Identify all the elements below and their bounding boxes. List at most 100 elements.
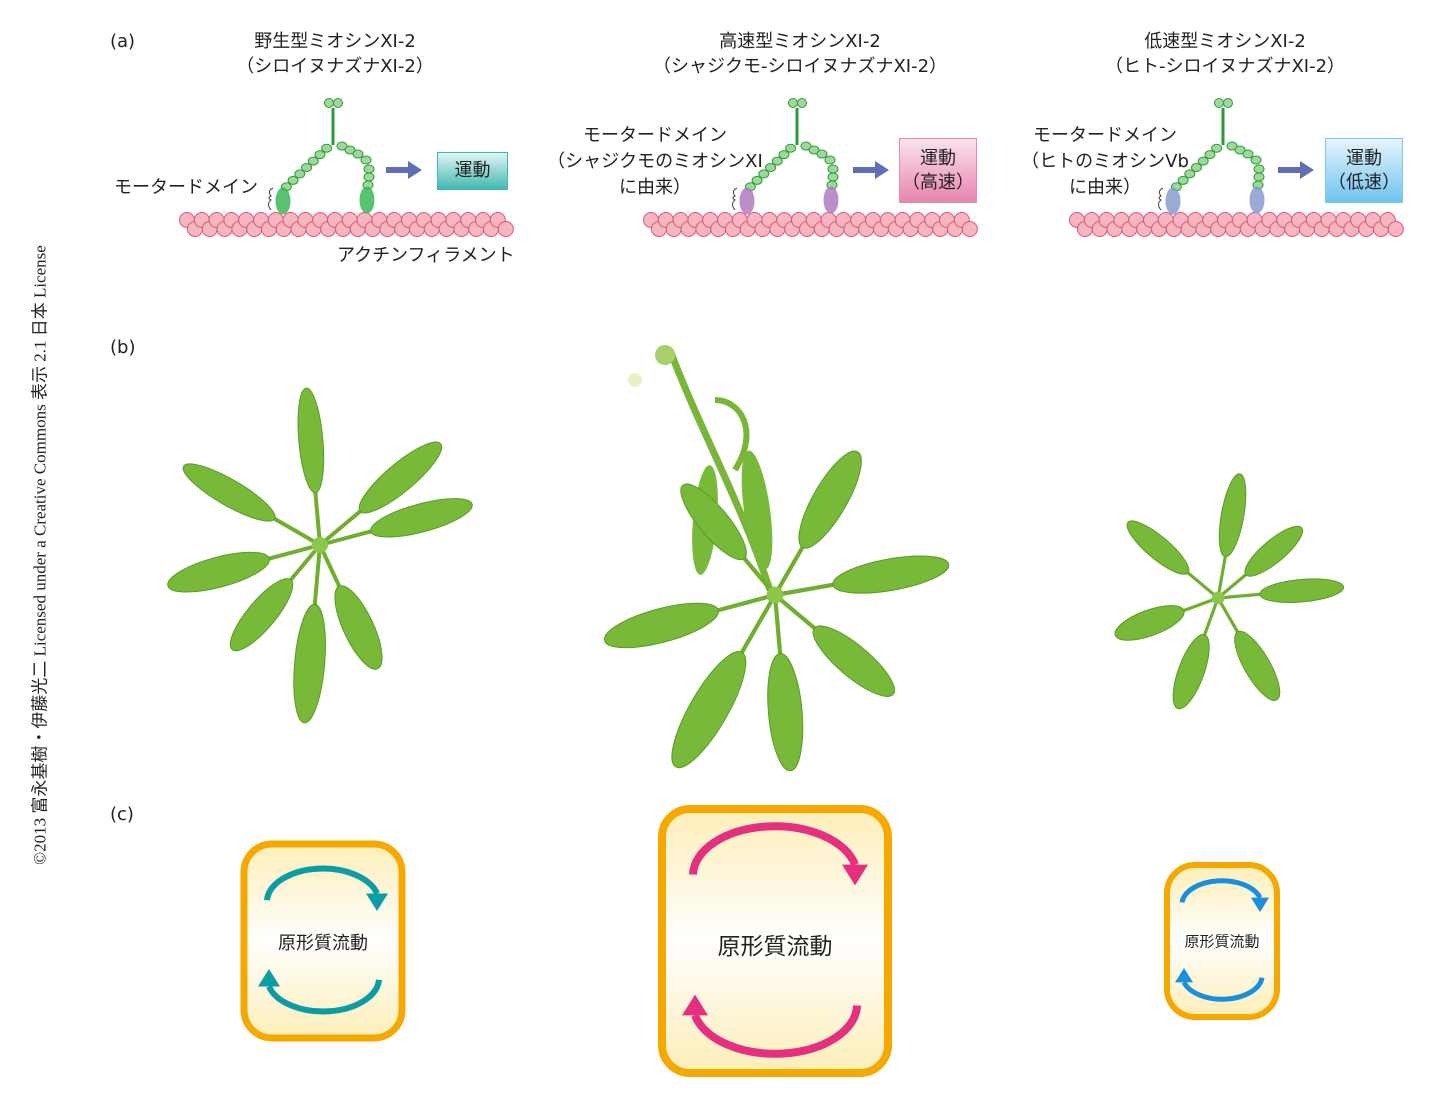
slow-title: 低速型ミオシンXI-2: [1144, 31, 1306, 52]
motor-head: [823, 186, 839, 214]
leaf: [293, 603, 326, 724]
tail-domain: [1223, 98, 1233, 108]
brace-icon: [1158, 187, 1164, 211]
neck-bead: [1197, 156, 1209, 166]
petiole: [773, 546, 805, 597]
motor-domain-label: モータードメイン: [114, 177, 258, 198]
brace-icon: [732, 187, 738, 211]
tail-domain: [797, 98, 807, 108]
petiole: [717, 592, 776, 613]
streaming-label: 原形質流動: [717, 934, 833, 960]
petiole: [273, 517, 321, 547]
petiole: [774, 582, 834, 598]
leaf: [1172, 634, 1210, 710]
leaf: [1244, 525, 1304, 577]
petiole: [740, 593, 777, 654]
streaming-label: 原形質流動: [278, 933, 368, 954]
brace-icon: [268, 187, 274, 211]
neck-bead: [301, 163, 312, 172]
license-credit: ©2013 富永基樹・伊藤光二 Licensed under a Creativ…: [30, 245, 50, 865]
arrowhead-icon: [842, 864, 868, 886]
arrowhead-icon: [366, 893, 388, 912]
actin-bead: [1387, 221, 1404, 237]
leaf: [1114, 605, 1185, 641]
neck-bead: [1211, 143, 1223, 153]
leaf: [182, 463, 276, 522]
neck-bead: [771, 156, 783, 166]
leaf: [671, 651, 747, 769]
neck-bead: [314, 150, 326, 160]
curved-arrow-icon: [1179, 878, 1263, 904]
leaf: [358, 441, 443, 514]
panel-a-label: (a): [110, 31, 136, 52]
curved-arrow-icon: [689, 822, 859, 875]
neck-bead: [1184, 169, 1196, 179]
leaf: [603, 602, 719, 649]
motor-domain-origin: （ヒトのミオシンVb: [1021, 151, 1189, 172]
neck-bead: [363, 172, 375, 182]
neck-bead: [816, 149, 828, 159]
rosette-center: [766, 586, 784, 604]
petiole: [1217, 592, 1260, 600]
motor-head: [359, 186, 375, 214]
petiole: [319, 529, 372, 547]
petiole: [773, 593, 816, 630]
neck-bead: [352, 149, 364, 159]
panel-c-label: (c): [110, 804, 134, 825]
motility-result-box: 運動（低速）: [1325, 138, 1403, 203]
neck-bead: [751, 175, 763, 185]
streaming-cell-3: [1164, 862, 1280, 1020]
neck-bead: [1234, 145, 1246, 155]
neck-bead: [1253, 172, 1265, 182]
motor-domain-origin-2: に由来）: [1069, 177, 1141, 198]
leaf: [680, 483, 747, 561]
motor-domain-origin-2: に由来）: [619, 177, 691, 198]
neck-bead: [827, 172, 839, 182]
motor-head: [275, 187, 291, 215]
neck-bead: [1242, 149, 1254, 159]
leaf: [167, 551, 270, 593]
flower: [628, 373, 642, 387]
arabidopsis-plant: [1114, 473, 1345, 710]
result-speed: （高速）: [902, 171, 974, 193]
leaf: [370, 498, 473, 538]
leaf: [798, 450, 862, 549]
neck-bead: [1177, 175, 1189, 185]
tail-domain: [333, 98, 343, 108]
leaf: [1259, 578, 1345, 603]
leaf: [229, 578, 294, 652]
neck-bead: [321, 143, 333, 153]
flower-bud: [655, 345, 675, 365]
myosin-diagram-3: [1069, 98, 1404, 237]
petiole: [1186, 571, 1220, 600]
streaming-cell-2: [658, 805, 892, 1077]
cell-box: [1164, 862, 1280, 1020]
arabidopsis-plant: [603, 450, 950, 772]
leaf: [767, 653, 804, 772]
neck-bead: [785, 143, 797, 153]
neck-bead: [1253, 164, 1265, 174]
curved-arrow-icon: [264, 865, 380, 901]
motor-domain-label: モータードメイン: [583, 125, 727, 146]
petiole: [313, 492, 322, 546]
actin-filament-label: アクチンフィラメント: [337, 245, 515, 266]
leaf: [1218, 473, 1247, 558]
leaf: [297, 387, 325, 494]
arrow-right-icon: [1278, 161, 1314, 179]
neck-bead: [363, 164, 375, 174]
streaming-label: 原形質流動: [1184, 932, 1260, 951]
petiole: [1216, 556, 1227, 599]
petiole: [1216, 597, 1239, 633]
arabidopsis-plant: [167, 387, 473, 724]
rosette-center: [312, 537, 328, 553]
neck-bead: [827, 164, 839, 174]
motor-head: [1249, 186, 1265, 214]
myosin-diagram-2: [643, 98, 978, 237]
neck-bead: [800, 141, 812, 151]
curved-arrow-icon: [266, 979, 382, 1015]
tail-domain: [788, 98, 798, 108]
petiole: [318, 509, 362, 547]
neck-bead: [1250, 155, 1262, 165]
